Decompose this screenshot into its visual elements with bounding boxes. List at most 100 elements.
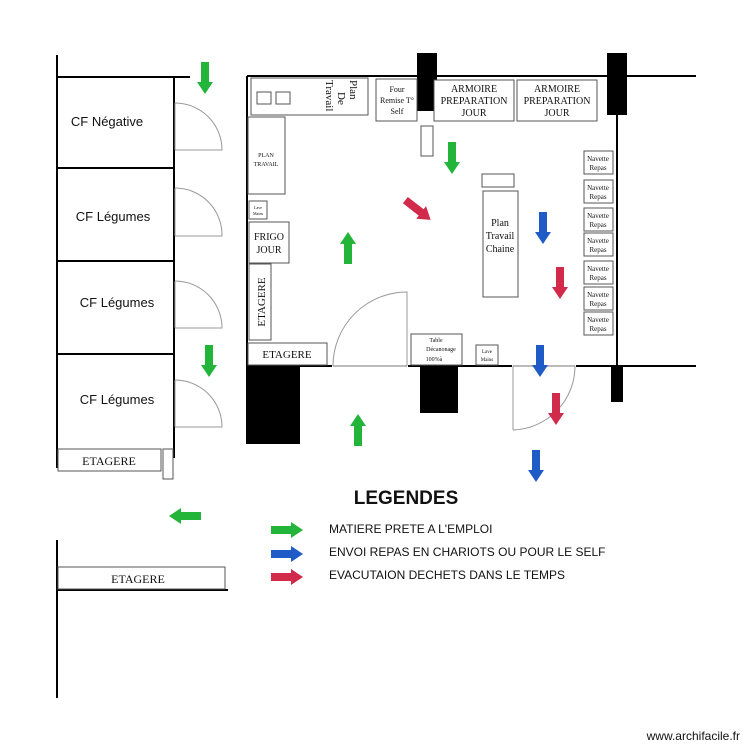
legend-label-red: EVACUTAION DECHETS DANS LE TEMPS: [329, 568, 565, 582]
table-decanonage-line1: Table: [429, 338, 443, 344]
etagere-bottom: [57, 566, 226, 590]
navette-repas: [583, 150, 614, 175]
flow-arrow-red: [548, 393, 564, 425]
legend-title: LEGENDES: [354, 488, 459, 509]
legend-arrow-red: [271, 569, 303, 585]
flow-arrow-blue: [532, 345, 548, 377]
armoire-2-line2: PREPARATION: [524, 96, 591, 107]
room-cf-legumes-2: CF Légumes: [80, 295, 155, 310]
navette-2-line2: Repas: [589, 193, 606, 201]
navette-6-line1: Navette: [587, 291, 609, 299]
plan-de-travail-line2: De: [335, 92, 347, 105]
four-line3: Self: [391, 107, 404, 116]
flow-arrow-green: [340, 232, 356, 264]
pillar-bottom-3: [611, 366, 623, 402]
armoire-2-line1: ARMOIRE: [534, 84, 580, 95]
lave-mains-small: [162, 448, 174, 480]
table-decanonage: [410, 333, 463, 366]
kitchen-door[interactable]: [332, 291, 408, 367]
etagere-left-label: ETAGERE: [82, 454, 136, 468]
bottom-left-block: ETAGERE: [56, 540, 228, 698]
door-cf-legumes-2[interactable]: [174, 280, 223, 329]
navette-repas: [583, 232, 614, 257]
plan-de-travail-line1: Plan: [347, 80, 359, 100]
armoire-2-line3: JOUR: [544, 108, 569, 119]
kitchen-block: Plan De Travail Four Remise T° Self ARMO…: [246, 53, 696, 444]
pillar-bottom-2: [420, 366, 458, 413]
legend-label-blue: ENVOI REPAS EN CHARIOTS OU POUR LE SELF: [329, 545, 606, 559]
flow-arrow-green: [201, 345, 217, 377]
flow-arrow-red: [400, 193, 436, 227]
navette-1-line1: Navette: [587, 155, 609, 163]
plan-travail-chaine-line3: Chaine: [486, 244, 515, 255]
pillar-top-1: [417, 53, 437, 111]
armoire-1-line1: ARMOIRE: [451, 84, 497, 95]
pillar-top-2: [607, 53, 627, 115]
navette-7-line1: Navette: [587, 316, 609, 324]
door-cf-legumes-1[interactable]: [174, 187, 223, 237]
small-unit-center: [481, 173, 515, 188]
room-cf-legumes-1: CF Légumes: [76, 209, 151, 224]
armoire-preparation-1: [433, 79, 515, 122]
lave-mains-2: [475, 344, 499, 366]
etagere-kitchen-vertical-label: ETAGERE: [256, 277, 268, 327]
navette-3-line1: Navette: [587, 212, 609, 220]
lave-mains-2-line2: Mains: [481, 358, 494, 363]
navette-repas: [583, 207, 614, 232]
plan-travail-small: [247, 116, 286, 195]
door-cf-legumes-3[interactable]: [174, 379, 223, 428]
plan-travail-chaine-line2: Travail: [486, 231, 515, 242]
lave-mains-1-line1: Lave: [254, 205, 262, 210]
four-line1: Four: [389, 85, 404, 94]
etagere-bottom-label: ETAGERE: [111, 572, 165, 586]
navette-6-line2: Repas: [589, 300, 606, 308]
legend-label-green: MATIERE PRETE A L'EMPLOI: [329, 522, 492, 536]
etagere-kitchen-horizontal: [247, 342, 328, 366]
navette-2-line1: Navette: [587, 184, 609, 192]
frigo-jour-line2: JOUR: [256, 245, 281, 256]
cold-rooms-block: CF Négative CF Légumes CF Légumes CF Lég…: [56, 55, 223, 480]
armoire-preparation-2: [516, 79, 598, 122]
etagere-kitchen-horizontal-label: ETAGERE: [262, 349, 312, 361]
table-decanonage-line2: Décanonage: [426, 347, 456, 353]
etagere-kitchen-vertical: [248, 263, 272, 341]
flow-arrow-blue: [528, 450, 544, 482]
flow-arrow-green: [197, 62, 213, 94]
room-cf-legumes-3: CF Légumes: [80, 392, 155, 407]
legend-arrow-green: [271, 522, 303, 538]
flow-arrow-blue: [535, 212, 551, 244]
four-remise: [375, 78, 418, 122]
legend-arrow-blue: [271, 546, 303, 562]
exit-door[interactable]: [512, 365, 576, 431]
navette-4-line2: Repas: [589, 246, 606, 254]
plan-de-travail-line3: Travail: [323, 80, 335, 111]
room-cf-negative: CF Négative: [71, 114, 143, 129]
navette-repas: [583, 286, 614, 311]
navette-3-line2: Repas: [589, 221, 606, 229]
legend: LEGENDES MATIERE PRETE A L'EMPLOI ENVOI …: [271, 488, 606, 585]
navettes-repas: Navette Repas Navette Repas Navette Repa…: [583, 150, 614, 336]
door-cf-negative[interactable]: [174, 102, 223, 151]
lave-mains-1-line2: Mains: [253, 211, 263, 216]
plan-travail-small-line1: PLAN: [258, 153, 274, 159]
table-decanonage-line3: 100%à: [426, 357, 443, 363]
plan-travail-chaine: [482, 190, 519, 298]
plan-travail-small-line2: TRAVAIL: [254, 162, 279, 168]
sink-2: [275, 91, 291, 105]
frigo-jour: [248, 221, 290, 264]
etagere-left: [57, 448, 162, 472]
flow-arrow-green: [169, 508, 201, 524]
armoire-1-line3: JOUR: [461, 108, 486, 119]
frigo-jour-line1: FRIGO: [254, 232, 284, 243]
lave-mains-2-line1: Lave: [482, 350, 493, 355]
navette-4-line1: Navette: [587, 237, 609, 245]
flow-arrow-green: [350, 414, 366, 446]
pillar-bottom-1: [248, 366, 300, 444]
armoire-1-line2: PREPARATION: [441, 96, 508, 107]
small-unit: [420, 125, 434, 157]
navette-7-line2: Repas: [589, 325, 606, 333]
plan-travail-chaine-line1: Plan: [491, 218, 509, 229]
navette-5-line2: Repas: [589, 274, 606, 282]
sink-1: [256, 91, 272, 105]
